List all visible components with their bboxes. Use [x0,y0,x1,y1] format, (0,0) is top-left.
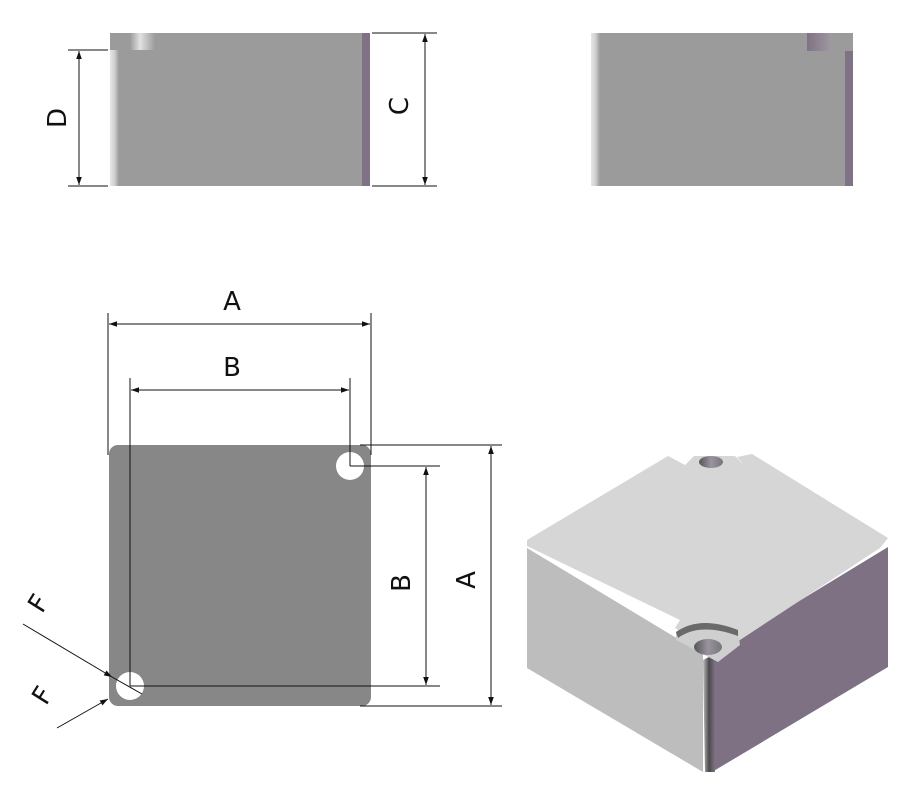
isometric-view [527,454,888,772]
side-face [591,33,853,186]
iso-hole-back [699,456,723,468]
dimension-a-horizontal-label: A [223,287,241,317]
front-face [110,33,370,186]
front-view: D C [43,32,437,187]
dimension-a-vertical-label: A [452,571,482,589]
front-right-edge [362,33,370,186]
dimension-b-horizontal-label: B [223,353,241,383]
dimension-f-label-lower: F [27,681,60,710]
side-right-edge [845,51,853,186]
bottom-view: A B B A F F [22,287,502,729]
dimension-f-leader-lower [56,698,109,729]
dimension-f-leader-upper [22,623,113,678]
front-notch [130,33,155,50]
dimension-c-label: C [385,97,415,115]
iso-left-face [527,548,703,772]
dimension-f-label-upper: F [23,589,56,618]
front-left-highlight [110,50,119,186]
iso-top-face [527,454,888,655]
iso-front-edge [703,654,715,772]
dimension-b-vertical-label: B [387,574,417,592]
side-view [591,33,853,186]
iso-hole-front [694,639,722,655]
dimension-d-label: D [43,108,73,128]
bottom-face [109,445,371,706]
iso-counterbore-wall [676,622,738,638]
iso-right-face [712,547,888,772]
side-left-highlight [591,33,600,186]
side-notch [807,33,832,51]
